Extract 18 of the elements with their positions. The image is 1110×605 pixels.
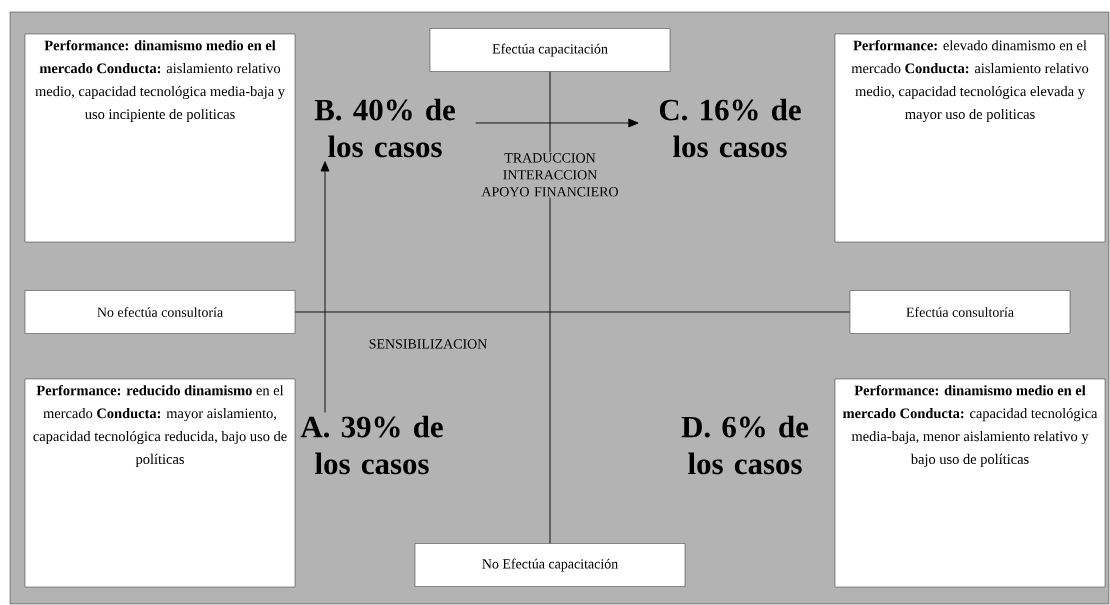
connector-line xyxy=(549,71,551,544)
arrow xyxy=(475,118,639,128)
case-percentage: D. 6% de los casos xyxy=(681,415,809,475)
edge-label: SENSIBILIZACION xyxy=(369,339,487,349)
connector-line xyxy=(294,311,851,313)
case-percentage: C. 16% de los casos xyxy=(659,98,801,158)
profile-box: Performance: reducido dinamismo en el mercado Conducta: mayor aislamiento, capacidad tecnológica reducida, bajo uso de políticas xyxy=(24,378,296,588)
case-percentage: A. 39% de los casos xyxy=(300,415,443,475)
label-box: No efectúa consultoría xyxy=(24,290,296,334)
profile-box: Performance: dinamismo medio en el mercado Conducta: aislamiento relativo medio, capacidad tecnológica media-baja y uso incipiente de politicas xyxy=(24,33,296,243)
label-box: Efectúa consultoría xyxy=(849,290,1071,334)
profile-box: Performance: elevado dinamismo en el mercado Conducta: aislamiento relativo medio, capacidad tecnológica elevada y mayor uso de politicas xyxy=(834,33,1106,243)
case-percentage: B. 40% de los casos xyxy=(314,98,455,158)
arrow xyxy=(320,161,330,413)
label-box: Efectúa capacitación xyxy=(429,28,671,72)
stage-label: TRADUCCION INTERACCION APOYO FINANCIERO xyxy=(474,152,626,198)
profile-box: Performance: dinamismo medio en el mercado Conducta: capacidad tecnológica media-baja, menor aislamiento relativo y bajo uso de políticas xyxy=(834,378,1106,588)
label-box: No Efectúa capacitación xyxy=(414,543,686,587)
